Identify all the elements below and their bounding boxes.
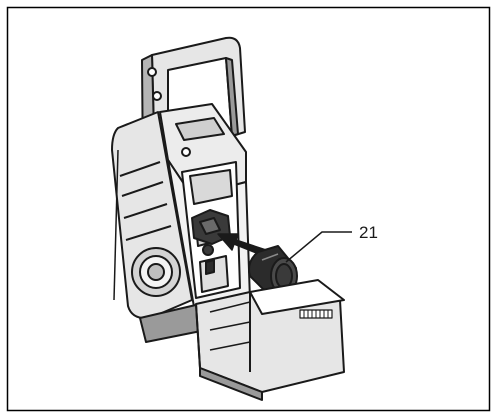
callout-leader-line — [285, 231, 352, 263]
figure-frame — [6, 6, 491, 412]
base-tray — [195, 279, 345, 401]
callout-label-21: 21 — [359, 223, 378, 242]
